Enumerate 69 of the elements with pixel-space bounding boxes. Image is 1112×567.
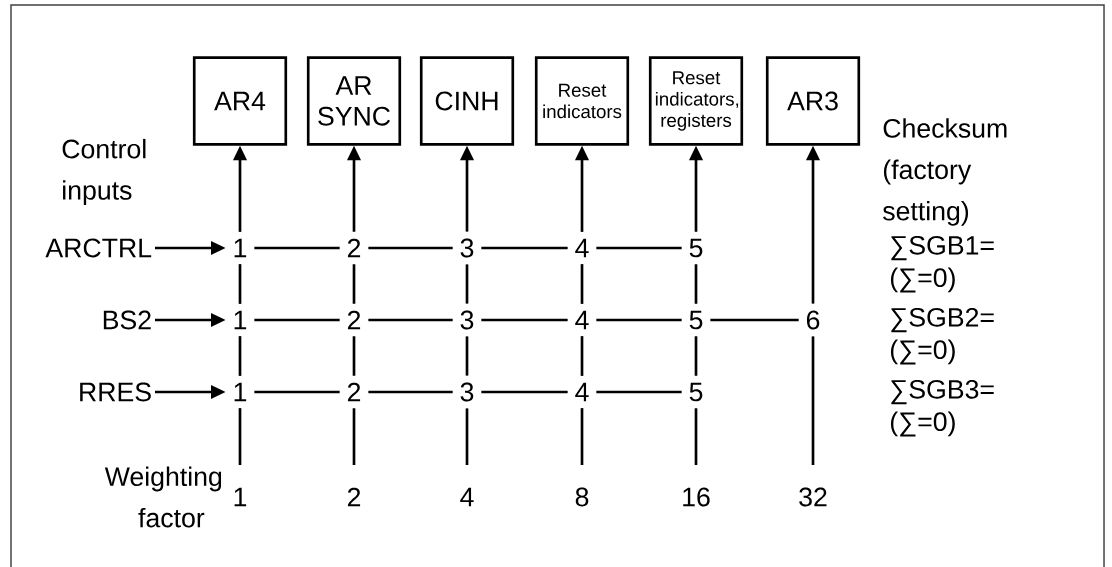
bit-number: 1: [234, 238, 247, 258]
heading-text: Weighting factor: [104, 466, 222, 528]
line: [465, 336, 469, 376]
bit-number: 3: [460, 382, 474, 402]
bit-number: 4: [575, 310, 589, 330]
heading-text: Checksum (factory setting): [883, 118, 1007, 226]
line: [254, 318, 340, 322]
weight-number: 4: [460, 487, 474, 507]
line: [368, 318, 453, 322]
bit-number: 5: [689, 238, 703, 258]
line: [368, 246, 453, 250]
bit-number: 3: [460, 238, 474, 258]
input-name: BS2: [103, 310, 151, 330]
bit-number: 5: [689, 310, 703, 330]
bit-number: 5: [689, 382, 703, 402]
line: [596, 318, 682, 322]
line: [694, 336, 698, 376]
bit-number: 2: [347, 310, 361, 330]
line: [465, 408, 469, 465]
line: [694, 264, 698, 304]
line: [352, 336, 356, 376]
weight-number: 1: [234, 487, 247, 507]
input-name: ARCTRL: [45, 238, 152, 258]
checksum-text: ∑SGB3=: [891, 379, 994, 405]
line: [481, 246, 568, 250]
line: [481, 390, 568, 394]
bit-number: 3: [460, 310, 474, 330]
line: [254, 246, 340, 250]
bit-number: 4: [575, 382, 589, 402]
line: [596, 390, 682, 394]
box: AR3: [765, 56, 861, 146]
checksum-text: (∑=0): [890, 411, 955, 437]
box: AR SYNC: [306, 56, 402, 146]
box: Reset indicators, registers: [648, 56, 744, 146]
line: [238, 408, 242, 465]
line: [596, 246, 682, 250]
line: [481, 318, 568, 322]
line: [580, 336, 584, 376]
input-name: RRES: [80, 382, 151, 402]
bit-number: 1: [234, 382, 247, 402]
line: [580, 264, 584, 304]
bit-number: 1: [234, 310, 247, 330]
checksum-text: (∑=0): [890, 267, 955, 293]
line: [254, 390, 340, 394]
checksum-text: ∑SGB1=: [891, 235, 994, 261]
heading-text: Control inputs: [62, 138, 146, 206]
box: AR4: [192, 56, 288, 146]
box: Reset indicators: [534, 56, 630, 146]
bit-number: 4: [575, 238, 589, 258]
line: [238, 336, 242, 376]
weight-number: 32: [799, 487, 827, 507]
weight-number: 2: [347, 487, 361, 507]
line: [238, 264, 242, 304]
checksum-text: ∑SGB2=: [891, 307, 994, 333]
line: [368, 390, 453, 394]
bit-number: 2: [347, 238, 361, 258]
line: [352, 264, 356, 304]
line: [710, 318, 799, 322]
line: [694, 408, 698, 465]
checksum-text: (∑=0): [890, 339, 955, 365]
weight-number: 16: [683, 487, 710, 507]
line: [811, 336, 815, 465]
bit-number: 6: [806, 310, 820, 330]
bit-number: 2: [347, 382, 361, 402]
box: CINH: [419, 56, 515, 146]
line: [352, 408, 356, 465]
line: [580, 408, 584, 465]
weight-number: 8: [575, 487, 589, 507]
line: [465, 264, 469, 304]
